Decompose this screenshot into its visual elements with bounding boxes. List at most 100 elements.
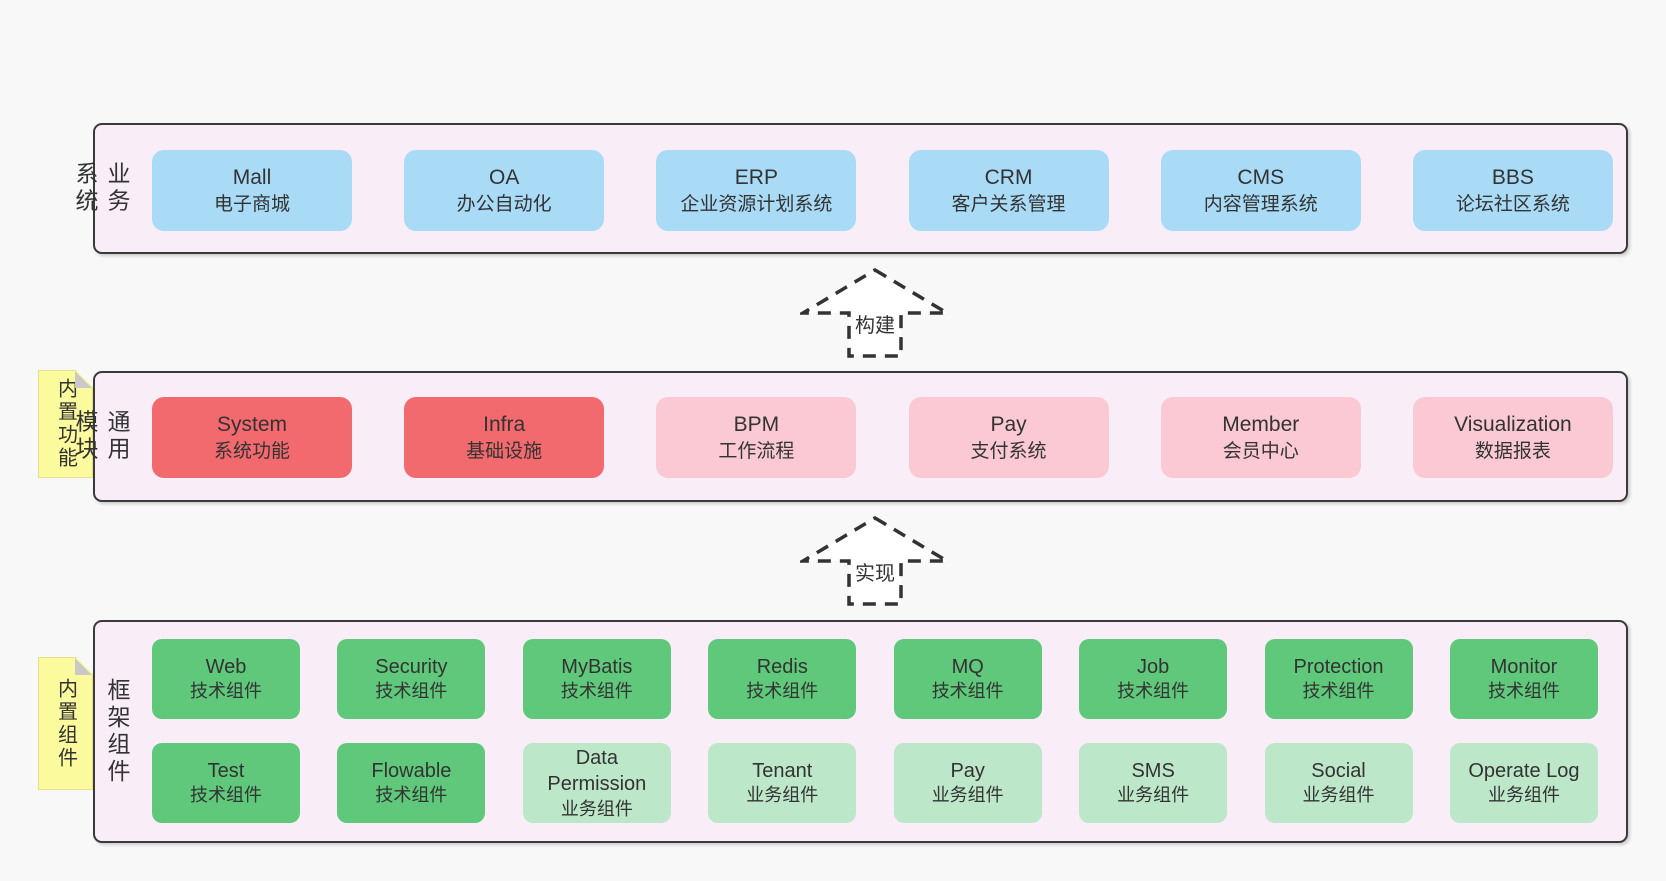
box-operate-log-desc: 业务组件 xyxy=(1487,785,1560,806)
box-crm-desc: 客户关系管理 xyxy=(951,193,1066,215)
box-security-desc: 技术组件 xyxy=(375,681,448,702)
box-infra-desc: 基础设施 xyxy=(466,440,543,462)
box-cms-desc: 内容管理系统 xyxy=(1203,193,1318,215)
box-oa: OA 办公自动化 xyxy=(404,150,605,231)
box-social: Social 业务组件 xyxy=(1264,743,1413,823)
framework-components-row-1: Web 技术组件 Security 技术组件 MyBatis 技术组件 Redi… xyxy=(152,639,1598,719)
box-monitor-desc: 技术组件 xyxy=(1487,681,1560,702)
box-crm: CRM 客户关系管理 xyxy=(908,150,1109,231)
box-job-desc: 技术组件 xyxy=(1117,681,1190,702)
box-oa-desc: 办公自动化 xyxy=(456,193,552,215)
box-erp: ERP 企业资源计划系统 xyxy=(656,150,857,231)
layer-framework-components: 框架组件 Web 技术组件 Security 技术组件 MyBatis 技术组件… xyxy=(93,620,1628,843)
box-erp-name: ERP xyxy=(734,166,778,190)
box-redis-name: Redis xyxy=(756,655,808,678)
box-infra-name: Infra xyxy=(483,413,526,437)
layer-business-systems: 业务系统 Mall 电子商城 OA 办公自动化 ERP 企业资源计划系统 CRM… xyxy=(72,123,1628,254)
box-mall: Mall 电子商城 xyxy=(152,150,352,231)
box-sms-name: SMS xyxy=(1131,759,1175,782)
box-pay-module: Pay 支付系统 xyxy=(908,397,1109,478)
box-protection-name: Protection xyxy=(1293,655,1384,678)
box-web-desc: 技术组件 xyxy=(190,681,262,702)
box-pay-module-desc: 支付系统 xyxy=(970,440,1047,462)
box-tenant-desc: 业务组件 xyxy=(746,785,819,806)
box-sms-desc: 业务组件 xyxy=(1117,785,1190,806)
box-operate-log-name: Operate Log xyxy=(1468,759,1580,782)
box-job-name: Job xyxy=(1136,655,1170,678)
box-member: Member 会员中心 xyxy=(1160,397,1361,478)
box-pay-component-name: Pay xyxy=(950,759,985,782)
box-flowable-desc: 技术组件 xyxy=(375,785,448,806)
box-bbs-name: BBS xyxy=(1491,166,1534,190)
box-data-permission-desc: 业务组件 xyxy=(560,798,633,819)
box-redis-desc: 技术组件 xyxy=(746,681,819,702)
box-bbs-desc: 论坛社区系统 xyxy=(1455,193,1570,215)
box-pay-component: Pay 业务组件 xyxy=(893,743,1042,823)
box-mq-desc: 技术组件 xyxy=(931,681,1004,702)
box-infra: Infra 基础设施 xyxy=(404,397,605,478)
box-mybatis-desc: 技术组件 xyxy=(560,681,633,702)
box-cms-name: CMS xyxy=(1237,166,1285,190)
box-data-permission: Data Permission 业务组件 xyxy=(522,743,671,823)
box-mq: MQ 技术组件 xyxy=(893,639,1042,719)
folded-corner-icon xyxy=(75,371,92,388)
arrow-implement: 实现 xyxy=(800,515,950,607)
box-mybatis-name: MyBatis xyxy=(561,655,633,678)
box-system-name: System xyxy=(216,413,287,437)
box-job: Job 技术组件 xyxy=(1079,639,1228,719)
box-redis: Redis 技术组件 xyxy=(708,639,857,719)
layer-common-modules-label: 通用模块 xyxy=(72,409,130,464)
layer-framework-components-label: 框架组件 xyxy=(104,677,130,786)
box-data-permission-name: Data Permission xyxy=(547,746,647,796)
tab-built-in-features: 内置功能 xyxy=(38,370,93,478)
box-protection: Protection 技术组件 xyxy=(1264,639,1413,719)
arrow-build: 构建 xyxy=(800,267,950,359)
box-security: Security 技术组件 xyxy=(337,639,486,719)
box-flowable-name: Flowable xyxy=(371,759,452,782)
layer-common-modules: 通用模块 System 系统功能 Infra 基础设施 BPM 工作流程 Pay… xyxy=(72,371,1628,502)
box-operate-log: Operate Log 业务组件 xyxy=(1449,743,1598,823)
framework-components-row-2: Test 技术组件 Flowable 技术组件 Data Permission … xyxy=(152,743,1598,823)
box-pay-module-name: Pay xyxy=(990,413,1027,437)
box-visualization-name: Visualization xyxy=(1454,413,1572,437)
tab-built-in-components-label: 内置组件 xyxy=(54,677,77,770)
box-bbs: BBS 论坛社区系统 xyxy=(1412,150,1613,231)
box-bpm-desc: 工作流程 xyxy=(718,440,795,462)
box-visualization: Visualization 数据报表 xyxy=(1412,397,1613,478)
folded-corner-icon xyxy=(75,658,92,675)
box-monitor-name: Monitor xyxy=(1490,655,1558,678)
box-tenant: Tenant 业务组件 xyxy=(708,743,857,823)
box-monitor: Monitor 技术组件 xyxy=(1449,639,1598,719)
box-system-desc: 系统功能 xyxy=(213,440,290,462)
box-test-name: Test xyxy=(207,759,245,782)
box-oa-name: OA xyxy=(489,166,520,190)
box-protection-desc: 技术组件 xyxy=(1302,681,1375,702)
box-sms: SMS 业务组件 xyxy=(1079,743,1228,823)
layer-business-systems-label: 业务系统 xyxy=(72,161,130,216)
box-flowable: Flowable 技术组件 xyxy=(337,743,486,823)
box-bpm-name: BPM xyxy=(733,413,780,437)
box-system: System 系统功能 xyxy=(152,397,352,478)
box-web-name: Web xyxy=(205,655,247,678)
box-web: Web 技术组件 xyxy=(152,639,300,719)
tab-built-in-components: 内置组件 xyxy=(38,657,93,790)
box-mq-name: MQ xyxy=(951,655,984,678)
box-test-desc: 技术组件 xyxy=(190,785,262,806)
arrow-implement-label: 实现 xyxy=(852,557,898,586)
box-crm-name: CRM xyxy=(984,166,1033,190)
box-social-name: Social xyxy=(1311,759,1366,782)
arrow-build-label: 构建 xyxy=(852,309,898,338)
box-mall-desc: 电子商城 xyxy=(213,193,290,215)
box-social-desc: 业务组件 xyxy=(1302,785,1375,806)
box-test: Test 技术组件 xyxy=(152,743,300,823)
box-mall-name: Mall xyxy=(232,166,272,190)
box-member-name: Member xyxy=(1222,413,1300,437)
common-modules-row: System 系统功能 Infra 基础设施 BPM 工作流程 Pay 支付系统… xyxy=(152,397,1613,478)
box-cms: CMS 内容管理系统 xyxy=(1160,150,1361,231)
box-bpm: BPM 工作流程 xyxy=(656,397,857,478)
box-mybatis: MyBatis 技术组件 xyxy=(522,639,671,719)
box-security-name: Security xyxy=(375,655,448,678)
box-tenant-name: Tenant xyxy=(752,759,813,782)
box-pay-component-desc: 业务组件 xyxy=(931,785,1004,806)
